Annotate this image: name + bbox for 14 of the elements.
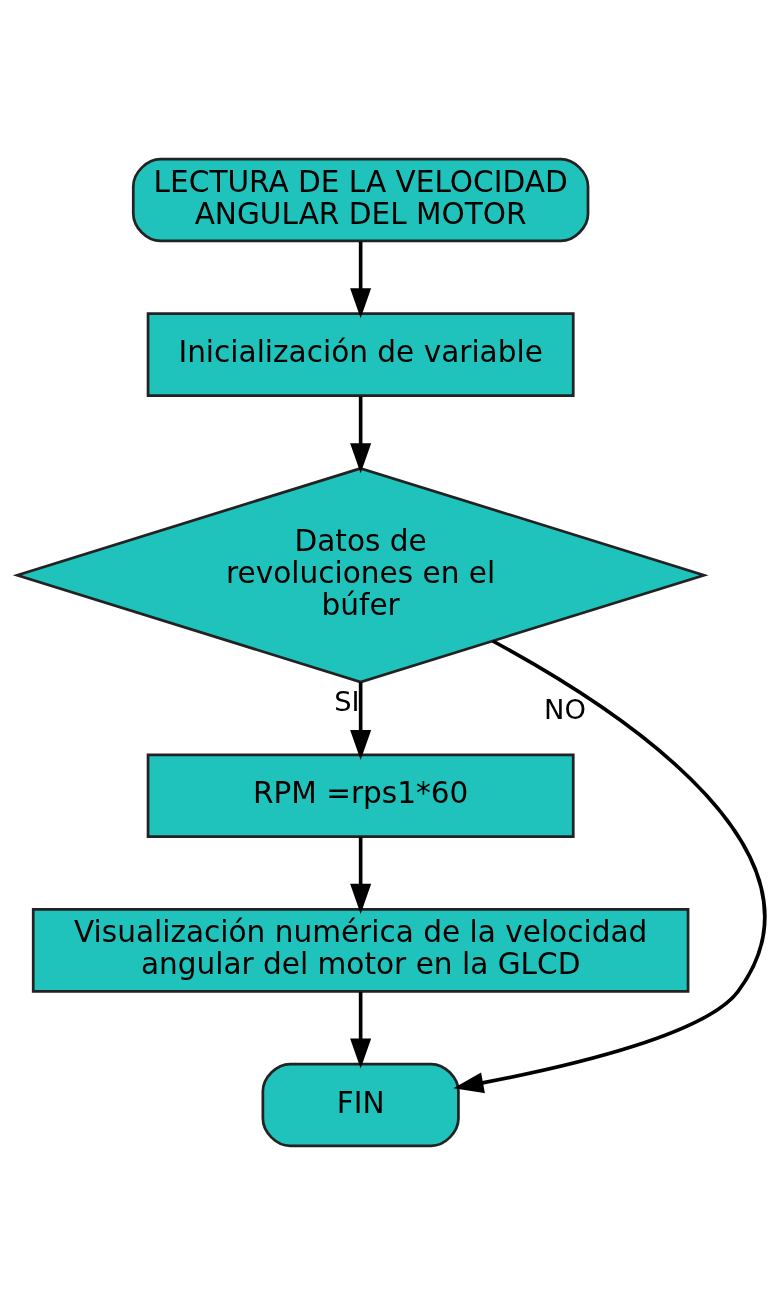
- node-box: FIN: [261, 1062, 460, 1147]
- arrow: [350, 836, 372, 914]
- edge-label: NO: [544, 693, 586, 725]
- arrow: [350, 241, 372, 318]
- arrow: [350, 396, 372, 473]
- arrow: [350, 991, 372, 1069]
- node-box: RPM =rps1*60: [146, 752, 575, 838]
- node-diamond: Datos de revoluciones en el búfer: [12, 466, 709, 683]
- node-box: LECTURA DE LA VELOCIDAD ANGULAR DEL MOTOR: [131, 157, 590, 242]
- node-box: Inicialización de variable: [146, 311, 575, 397]
- arrow: [453, 638, 766, 1093]
- arrow: [350, 681, 372, 760]
- node-box: Visualización numérica de la velocidad angular del motor en la GLCD: [31, 907, 690, 993]
- edge-label: SI: [334, 685, 360, 717]
